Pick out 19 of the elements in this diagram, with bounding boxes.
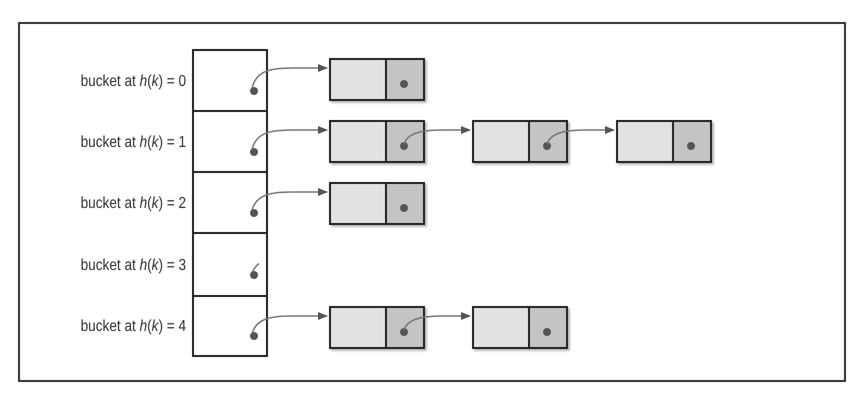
bucket-label: bucket at h(k) = 1 [80,134,186,152]
bucket-label: bucket at h(k) = 0 [80,72,186,90]
pointer-arrow [251,312,328,334]
list-node-box [329,306,425,349]
list-node-box [329,182,425,225]
list-node-box [472,120,568,163]
pointer-arrow [546,126,615,144]
pointer-arrow [251,188,328,211]
pointer-arrow [251,64,328,89]
pointer-arrow [251,126,328,150]
list-node-box [329,120,425,163]
bucket-label: bucket at h(k) = 3 [80,256,186,274]
pointer-arrow [403,126,471,144]
pointer-arrow [403,312,471,330]
list-node-box [329,58,425,101]
list-node-box [616,120,712,163]
bucket-label: bucket at h(k) = 2 [80,194,186,212]
bucket-label: bucket at h(k) = 4 [80,318,186,336]
list-node-box [472,306,568,349]
